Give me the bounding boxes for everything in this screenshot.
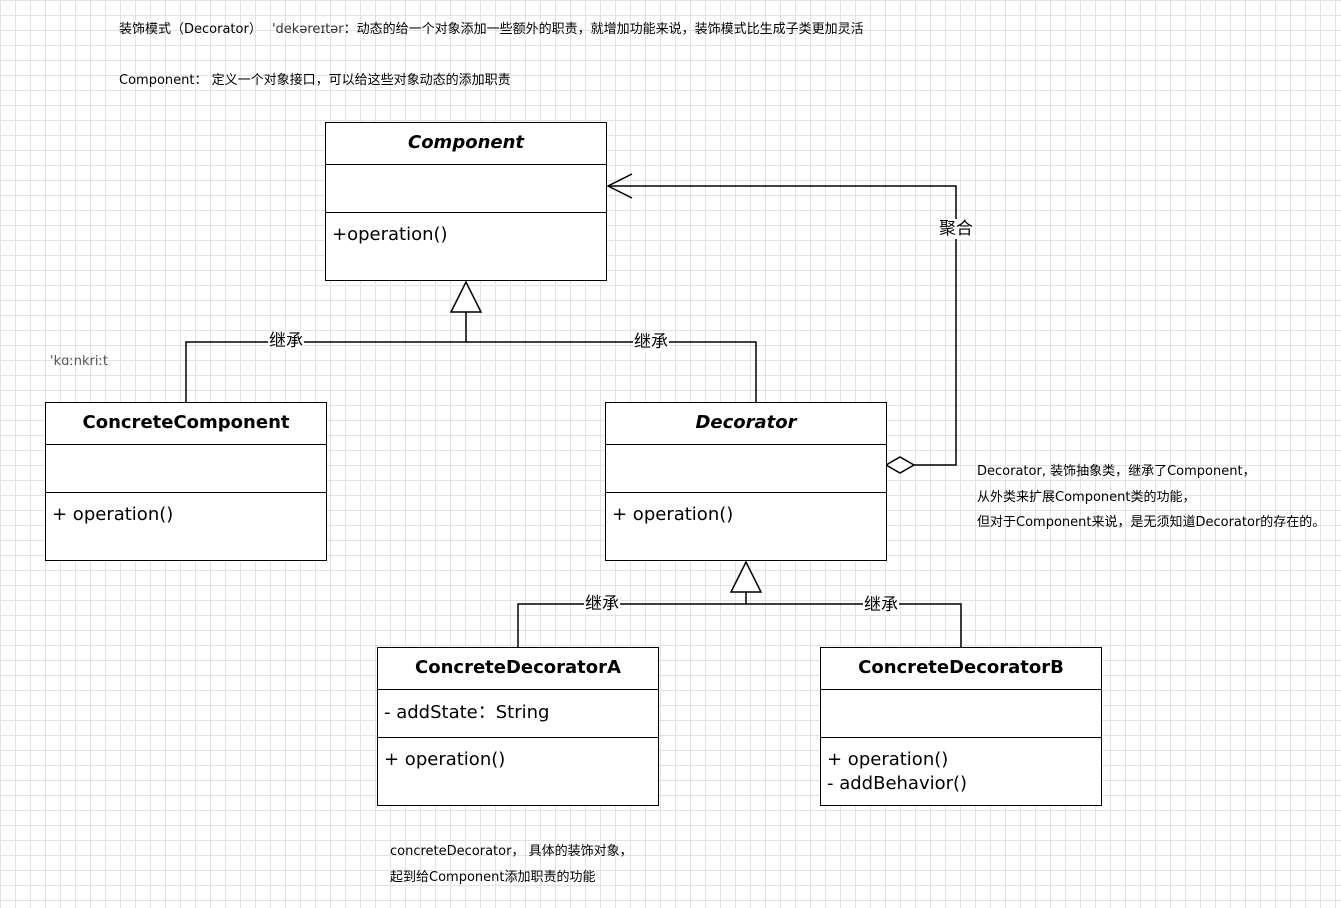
- class-concrete-decorator-b[interactable]: ConcreteDecoratorB + operation() - addBe…: [820, 647, 1102, 806]
- class-concrete-component-name: ConcreteComponent: [46, 403, 326, 445]
- generalization-arrow-component: [449, 280, 483, 313]
- aggregation-open-arrow: [606, 173, 633, 199]
- inherit-line-concrete-component: [185, 312, 467, 403]
- pattern-title-name: 装饰模式（Decorator）: [119, 22, 262, 37]
- class-component[interactable]: Component +operation(): [325, 122, 607, 281]
- concrete-phonetic-note: 'kɑːnkriːt: [50, 354, 108, 369]
- pattern-title-description: ：动态的给一个对象添加一些额外的职责，就增加功能来说，装饰模式比生成子类更加灵活: [343, 22, 864, 37]
- class-decorator[interactable]: Decorator + operation(): [605, 402, 887, 561]
- decorator-note-line: Decorator, 装饰抽象类，继承了Component，: [977, 464, 1256, 479]
- operation-item: + operation(): [384, 749, 506, 770]
- aggregation-label: 聚合: [938, 219, 974, 239]
- class-concrete-decorator-a-attributes: - addState：String: [378, 690, 658, 738]
- pattern-title-note: 装饰模式（Decorator） 'dekəreɪtər：动态的给一个对象添加一些…: [119, 22, 864, 38]
- operation-item: + operation(): [612, 504, 734, 525]
- concrete-decorator-note-line: 起到给Component添加职责的功能: [390, 869, 596, 885]
- decorator-explanation-note: Decorator, 装饰抽象类，继承了Component， 从外类来扩展Com…: [977, 459, 1325, 536]
- decorator-note-line: 从外类来扩展Component类的功能，: [977, 489, 1196, 505]
- concrete-decorator-note-line: concreteDecorator， 具体的装饰对象，: [390, 844, 633, 859]
- class-concrete-decorator-a[interactable]: ConcreteDecoratorA - addState：String + o…: [377, 647, 659, 806]
- concrete-decorator-explanation-note: concreteDecorator， 具体的装饰对象， 起到给Component…: [390, 839, 633, 890]
- class-concrete-decorator-b-operations: + operation() - addBehavior(): [821, 738, 1101, 796]
- generalization-arrow-decorator: [729, 560, 763, 593]
- class-decorator-name: Decorator: [606, 403, 886, 445]
- class-component-attributes: [326, 165, 606, 213]
- class-component-operations: +operation(): [326, 213, 606, 247]
- pattern-title-phonetic: 'dekəreɪtər: [271, 22, 344, 37]
- operation-item: + operation(): [827, 749, 949, 770]
- aggregation-diamond: [884, 456, 916, 474]
- operation-item: +operation(): [332, 224, 448, 245]
- inherit-line-concrete-decorator-a: [517, 592, 747, 648]
- attribute-item: - addState：String: [384, 702, 550, 723]
- class-concrete-decorator-b-name: ConcreteDecoratorB: [821, 648, 1101, 690]
- class-concrete-decorator-b-attributes: [821, 690, 1101, 738]
- component-definition-note: Component： 定义一个对象接口，可以给这些对象动态的添加职责: [119, 73, 511, 88]
- class-component-name: Component: [326, 123, 606, 165]
- inherit-label-concrete-component: 继承: [268, 331, 304, 351]
- aggregation-line: [608, 185, 957, 466]
- class-concrete-component[interactable]: ConcreteComponent + operation(): [45, 402, 327, 561]
- operation-item: + operation(): [52, 504, 174, 525]
- class-decorator-operations: + operation(): [606, 493, 886, 527]
- inherit-label-concrete-decorator-a: 继承: [584, 594, 620, 614]
- inherit-label-decorator: 继承: [633, 332, 669, 352]
- class-concrete-component-operations: + operation(): [46, 493, 326, 527]
- class-concrete-decorator-a-operations: + operation(): [378, 738, 658, 772]
- class-concrete-decorator-a-name: ConcreteDecoratorA: [378, 648, 658, 690]
- operation-item: - addBehavior(): [827, 773, 968, 794]
- decorator-note-line: 但对于Component来说，是无须知道Decorator的存在的。: [977, 515, 1326, 530]
- inherit-line-concrete-decorator-b: [746, 603, 962, 648]
- inherit-line-decorator: [466, 341, 757, 403]
- inherit-label-concrete-decorator-b: 继承: [863, 595, 899, 615]
- class-concrete-component-attributes: [46, 445, 326, 493]
- class-decorator-attributes: [606, 445, 886, 493]
